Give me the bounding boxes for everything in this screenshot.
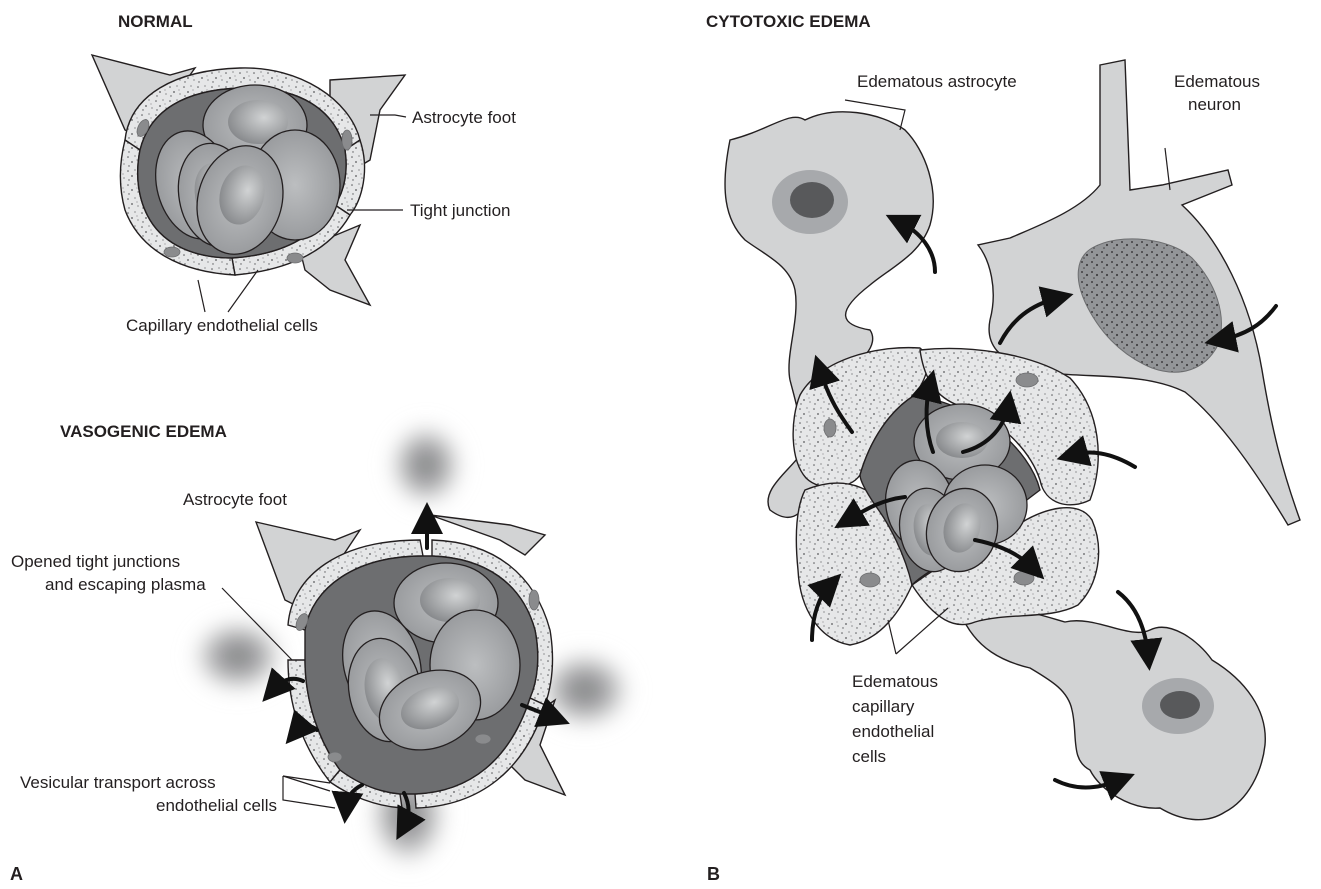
label-tight-junction: Tight junction (410, 201, 510, 220)
normal-capillary-diagram (92, 55, 405, 305)
endothelial-nucleus (475, 734, 491, 744)
endothelial-nucleus (164, 247, 180, 257)
panel-letter-a: A (10, 864, 23, 884)
label-opened-tight-junctions-2: and escaping plasma (45, 575, 206, 594)
label-endothelial-2: capillary (852, 697, 915, 716)
endothelial-nucleus (529, 590, 539, 610)
endothelial-nucleus (342, 130, 352, 150)
cytotoxic-diagram (725, 60, 1300, 820)
endothelial-nucleus (1016, 373, 1038, 387)
endothelial-nucleus (328, 752, 342, 762)
label-endothelial-1: Edematous (852, 672, 938, 691)
cytotoxic-title: CYTOTOXIC EDEMA (706, 12, 871, 31)
label-astrocyte-foot-vasogenic: Astrocyte foot (183, 490, 287, 509)
label-endothelial-4: cells (852, 747, 886, 766)
label-endothelial-3: endothelial (852, 722, 934, 741)
edematous-astrocyte-lower (960, 607, 1265, 819)
escaping-plasma-left (188, 616, 288, 696)
normal-title: NORMAL (118, 12, 193, 31)
label-edematous-neuron-1: Edematous (1174, 72, 1260, 91)
astrocyte-nucleus (1160, 691, 1200, 719)
label-capillary-endothelial-cells: Capillary endothelial cells (126, 316, 318, 335)
label-edematous-neuron-2: neuron (1188, 95, 1241, 114)
astrocyte-nucleus (790, 182, 834, 218)
endothelial-nucleus (287, 253, 303, 263)
vasogenic-title: VASOGENIC EDEMA (60, 422, 227, 441)
label-opened-tight-junctions-1: Opened tight junctions (11, 552, 180, 571)
endothelial-nucleus (860, 573, 880, 587)
endothelial-nucleus (1014, 571, 1034, 585)
label-astrocyte-foot: Astrocyte foot (412, 108, 516, 127)
panel-letter-b: B (707, 864, 720, 884)
endothelial-nucleus (824, 419, 836, 437)
label-edematous-astrocyte: Edematous astrocyte (857, 72, 1017, 91)
escaping-plasma-top (386, 420, 466, 510)
label-vesicular-transport-2: endothelial cells (156, 796, 277, 815)
label-vesicular-transport-1: Vesicular transport across (20, 773, 216, 792)
